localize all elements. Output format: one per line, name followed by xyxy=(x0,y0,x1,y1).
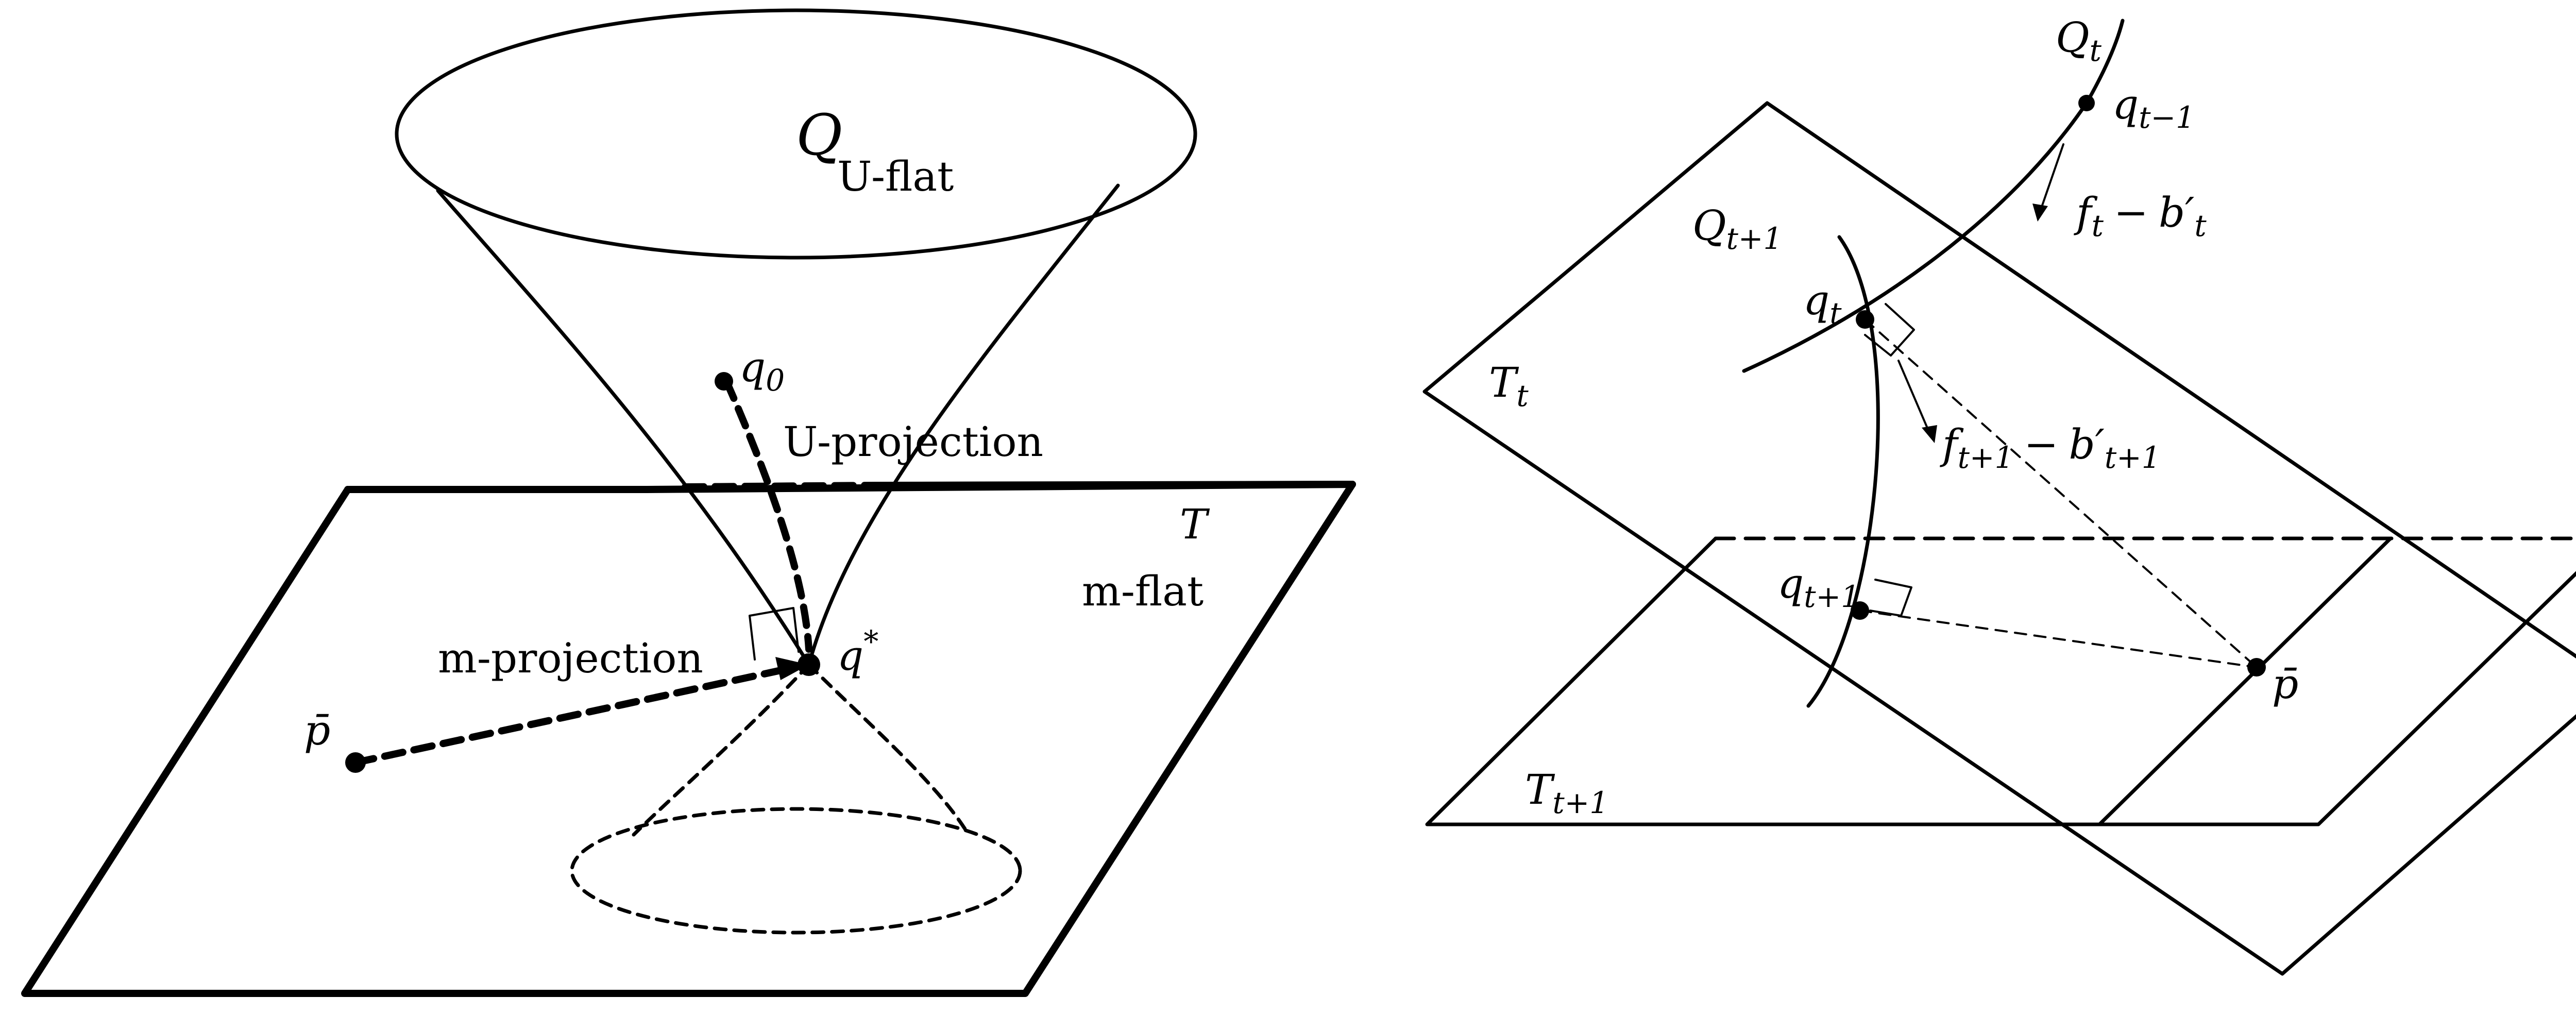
pbar-point-left xyxy=(345,752,366,773)
ft-label: ft−b′t xyxy=(2074,189,2207,243)
plane-T xyxy=(21,481,1356,997)
arrow-ft-head xyxy=(2032,204,2048,222)
plane-T-sub-label: m-flat xyxy=(1082,567,1204,615)
plane-T-label: T xyxy=(1180,500,1210,548)
curve-Qt1 xyxy=(1806,235,1880,708)
plane-T-top-hidden xyxy=(682,482,879,491)
Qt-label: Qt xyxy=(2056,13,2102,68)
plane-Tt1-inner-line xyxy=(2097,536,2393,826)
ft1-label: ft+1−b′t+1 xyxy=(1940,420,2161,475)
manifold-top-ellipse xyxy=(395,8,1197,260)
qstar-label: q* xyxy=(837,624,878,680)
arrow-ft xyxy=(2039,143,2064,212)
arrow-ft1 xyxy=(1897,360,1930,434)
pbar-point-right xyxy=(2247,658,2266,677)
Tt-label: Tt xyxy=(1489,359,1529,413)
right-panel: Qt qt−1 ft−b′t Qt+1 qt Tt ft+1−b′t+1 qt+… xyxy=(1422,13,2576,976)
manifold-sub-label: U-flat xyxy=(837,153,954,200)
plane-Tt xyxy=(1422,101,2576,976)
right-angle-marker xyxy=(749,607,800,653)
m-projection-label: m-projection xyxy=(438,634,703,682)
m-projection-path xyxy=(352,666,787,766)
manifold-lower-right xyxy=(807,663,971,837)
pbar-label-left: p̄ xyxy=(304,706,330,754)
manifold-right-side xyxy=(807,183,1120,667)
u-projection-path xyxy=(723,378,812,653)
Tt1-label: Tt+1 xyxy=(1525,766,1608,820)
qt-minus1-point xyxy=(2078,95,2095,111)
qt1-point xyxy=(1851,601,1869,620)
manifold-bottom-ellipse xyxy=(570,807,1022,935)
q0-point xyxy=(715,372,733,391)
Qt1-label: Qt+1 xyxy=(1692,201,1782,256)
left-panel: Q U-flat q0 U-projection T m-flat m-proj… xyxy=(21,8,1356,997)
arrow-ft1-head xyxy=(1922,425,1937,443)
manifold-left-side xyxy=(436,189,811,667)
right-angle-qt1 xyxy=(1869,579,1912,617)
qt-label: qt xyxy=(1803,276,1842,331)
right-angle-marker-2 xyxy=(749,615,756,661)
pbar-label-right: p̄ xyxy=(2272,660,2298,708)
qt-point xyxy=(1856,310,1874,329)
plane-Tt1-left xyxy=(1425,536,2576,826)
qt1-label: qt+1 xyxy=(1777,560,1860,614)
right-angle-qt xyxy=(1864,303,1915,357)
curve-Qt xyxy=(1742,19,2125,373)
projection-line-qt1-p xyxy=(1859,610,2258,668)
manifold-label: Q xyxy=(796,102,842,168)
manifold-lower-left xyxy=(632,663,811,837)
u-projection-label: U-projection xyxy=(783,418,1043,466)
qt-minus1-label: qt−1 xyxy=(2112,80,2195,135)
projection-line-qt-p xyxy=(1864,318,2258,668)
plane-T-top-right xyxy=(872,481,1356,489)
q0-label: q0 xyxy=(739,343,785,398)
qstar-point xyxy=(798,653,820,676)
